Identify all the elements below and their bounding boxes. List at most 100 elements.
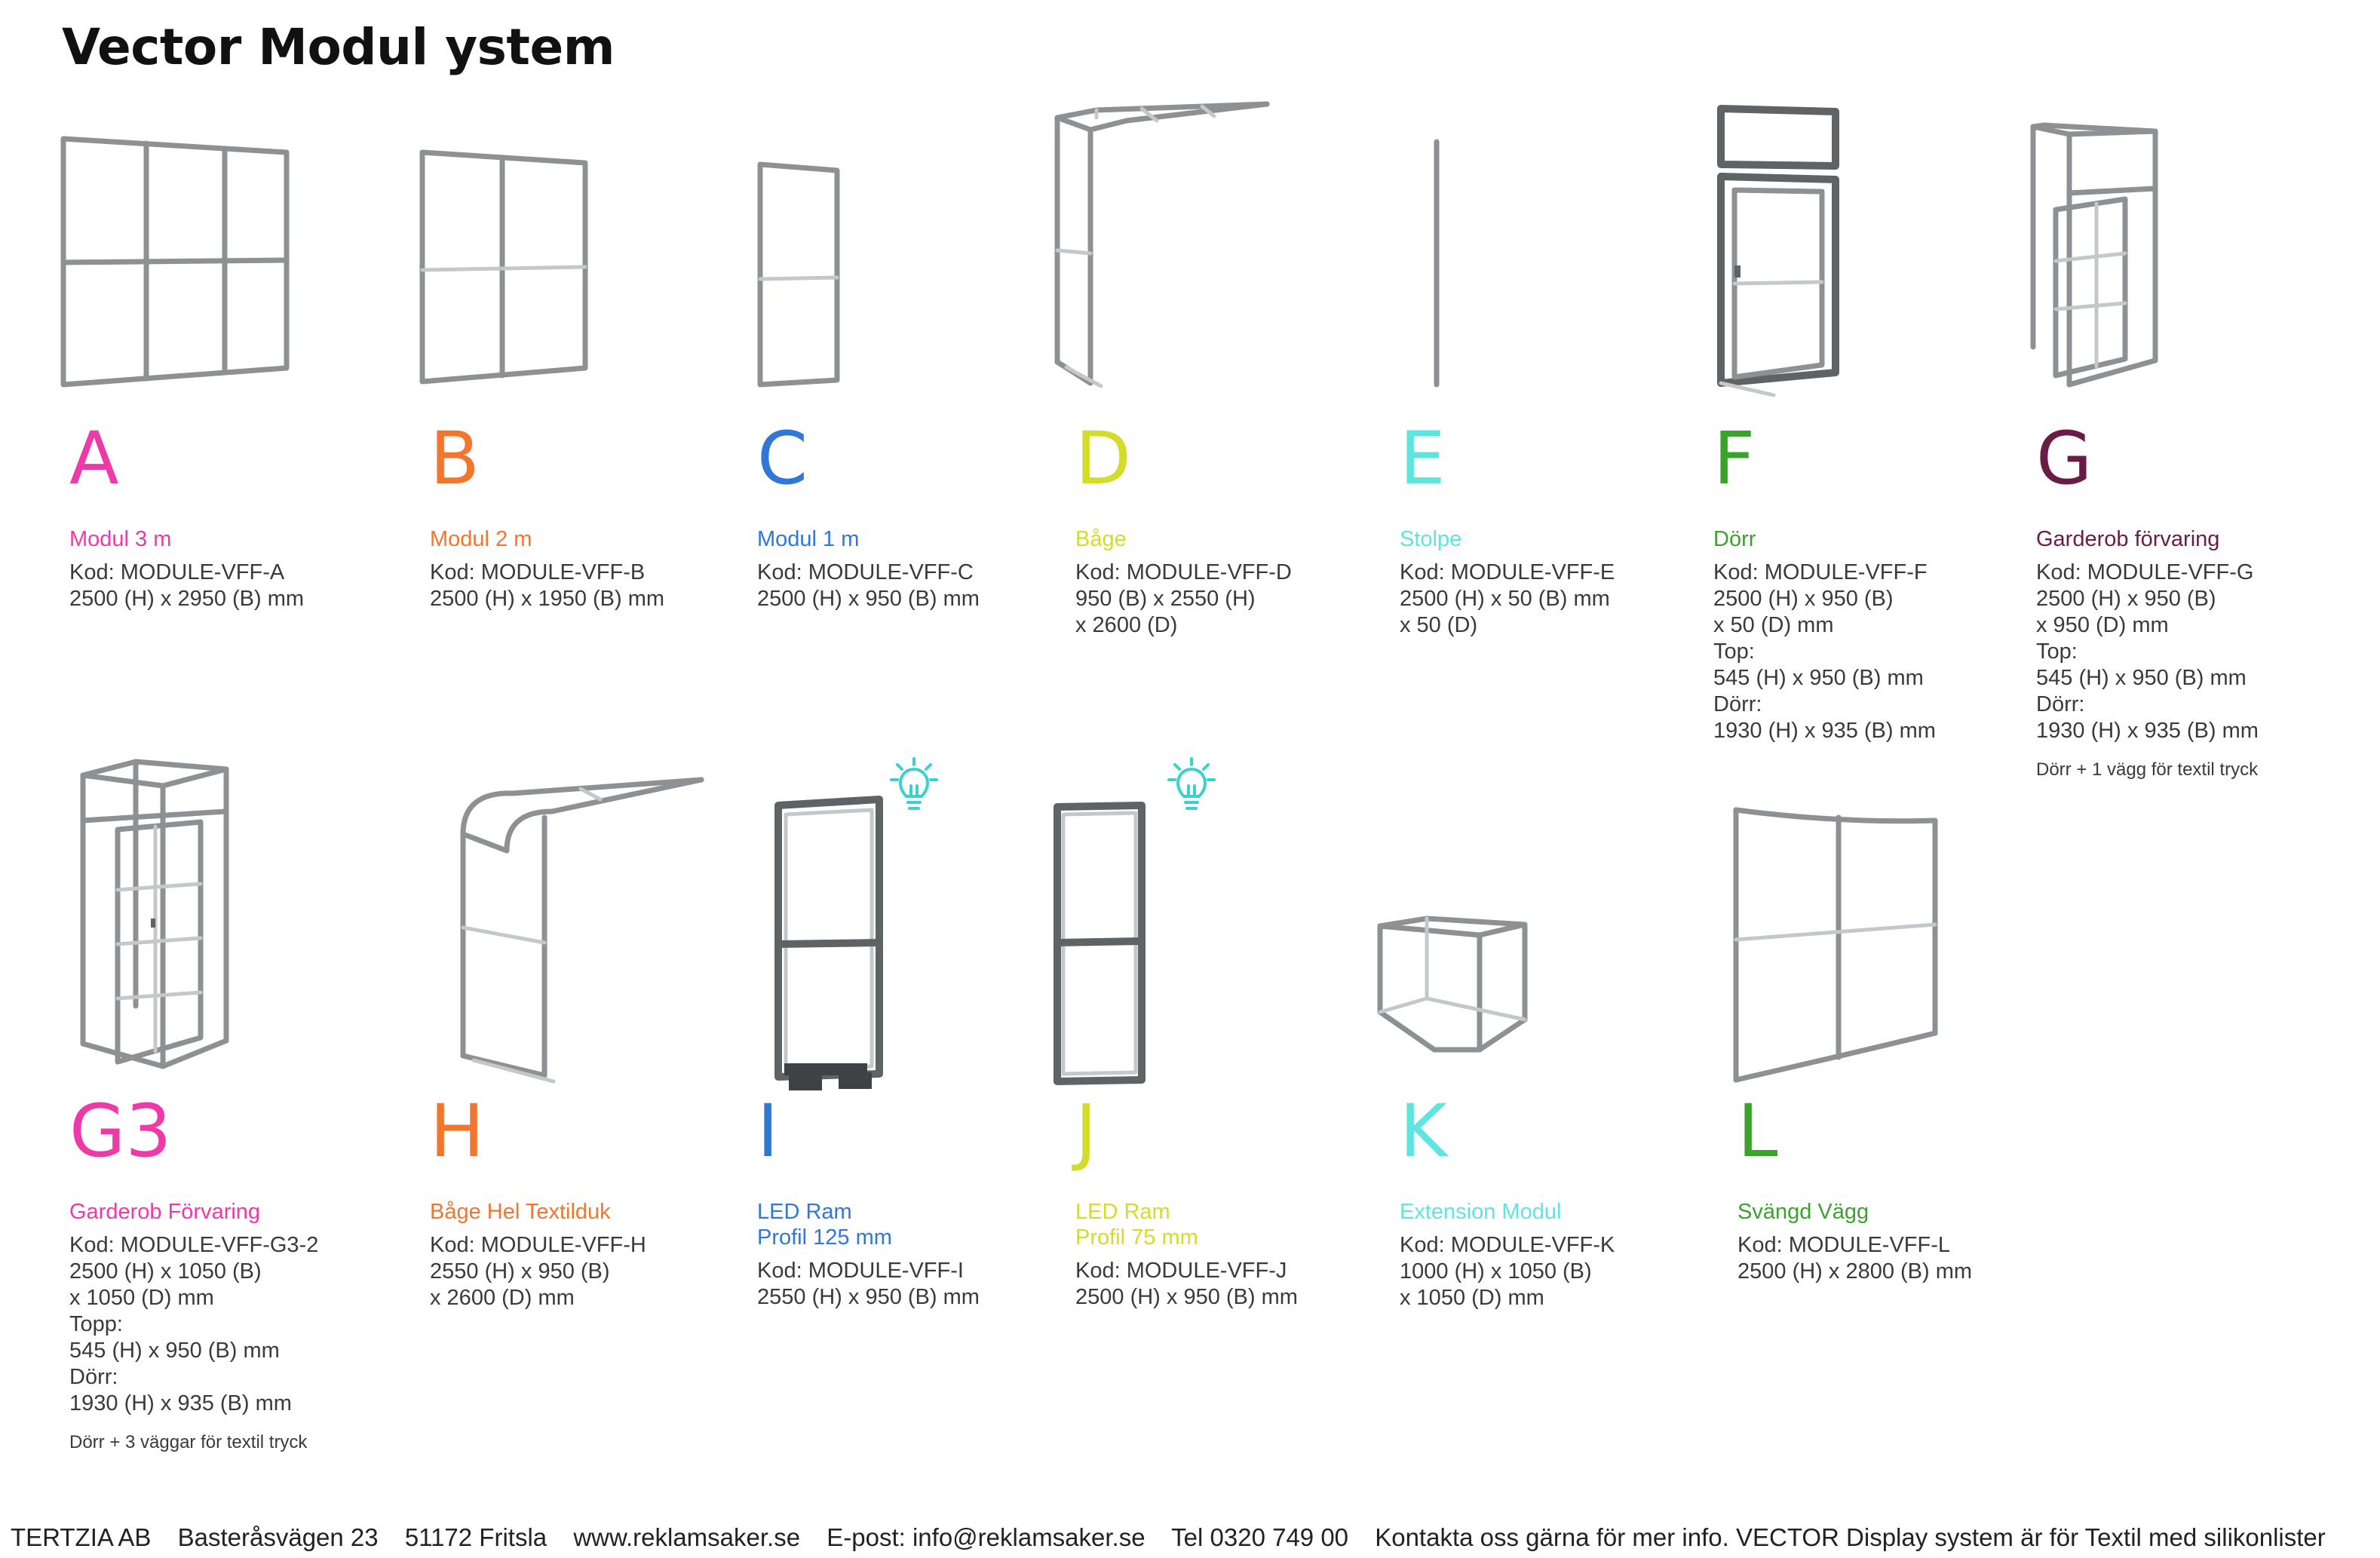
module-spec-line: Kod: MODULE-VFF-B [430, 560, 646, 584]
module-c-illustration [757, 161, 840, 388]
module-spec-line: 2550 (H) x 950 (B) [430, 1259, 610, 1284]
module-name: Svängd Vägg [1737, 1200, 1869, 1224]
page-title: Vector Modul ystem [62, 18, 615, 76]
module-spec-line: Top: [2036, 639, 2078, 664]
module-spec-line: Dörr: [1713, 692, 1762, 716]
module-spec-line: 2500 (H) x 950 (B) mm [1075, 1285, 1298, 1309]
module-letter: F [1713, 416, 1756, 501]
module-name: Garderob förvaring [2036, 527, 2220, 551]
module-spec-line: 2500 (H) x 950 (B) [1713, 587, 1894, 611]
module-e-illustration [1434, 139, 1440, 388]
module-spec-line: x 1050 (D) mm [69, 1286, 214, 1310]
module-spec-line: 2550 (H) x 950 (B) mm [757, 1285, 980, 1309]
module-letter: B [430, 416, 480, 501]
module-spec-line: x 2600 (D) mm [430, 1286, 575, 1310]
module-spec-line: Kod: MODULE-VFF-I [757, 1259, 964, 1283]
module-letter: K [1400, 1089, 1447, 1173]
module-f-illustration [1717, 105, 1839, 397]
module-j-illustration [1054, 802, 1146, 1085]
module-letter: I [757, 1089, 779, 1173]
lightbulb-icon [1167, 757, 1216, 810]
module-name: Stolpe [1400, 527, 1462, 551]
led-foot [789, 1074, 822, 1090]
footer-phone: Tel 0320 749 00 [1171, 1523, 1349, 1551]
module-g-illustration [2030, 122, 2158, 388]
module-spec-line: x 1050 (D) mm [1400, 1286, 1544, 1310]
module-spec-line: 1930 (H) x 935 (B) mm [69, 1391, 292, 1415]
footer-company: TERTZIA AB [11, 1523, 152, 1551]
module-l-illustration [1733, 807, 1938, 1083]
module-name: LED Ram [1075, 1200, 1170, 1224]
module-spec-line: 545 (H) x 950 (B) mm [2036, 666, 2247, 690]
module-name: Dörr [1713, 527, 1756, 551]
module-spec-line: x 2600 (D) [1075, 613, 1178, 637]
module-spec-line: Kod: MODULE-VFF-C [757, 560, 974, 584]
module-spec-line: Kod: MODULE-VFF-H [430, 1233, 646, 1257]
module-spec-line: 1930 (H) x 935 (B) mm [1713, 719, 1936, 743]
footer-info: Kontakta oss gärna för mer info. VECTOR … [1375, 1523, 2326, 1551]
module-spec-line: x 50 (D) mm [1713, 613, 1834, 637]
module-name: Båge Hel Textilduk [430, 1200, 611, 1224]
module-letter: C [757, 416, 808, 501]
module-letter: H [430, 1089, 485, 1173]
module-spec-line: Kod: MODULE-VFF-G3-2 [69, 1233, 319, 1257]
module-spec-line: 2500 (H) x 2950 (B) mm [69, 587, 305, 611]
module-name: Garderob Förvaring [69, 1200, 261, 1224]
footer-web-link[interactable]: www.reklamsaker.se [573, 1523, 801, 1551]
module-spec-line: 1930 (H) x 935 (B) mm [2036, 719, 2259, 743]
door-handle [151, 919, 155, 928]
module-k-illustration [1377, 915, 1528, 1053]
module-spec-line: Kod: MODULE-VFF-G [2036, 560, 2254, 584]
footer: TERTZIA AB Basteråsvägen 23 51172 Fritsl… [11, 1523, 2375, 1552]
module-i-illustration [774, 796, 883, 1090]
module-spec-line: Dörr: [69, 1365, 118, 1389]
module-name: Modul 2 m [430, 527, 532, 551]
module-b-illustration [419, 149, 588, 385]
module-spec-line: Topp: [69, 1312, 123, 1336]
module-spec-line: Top: [1713, 639, 1755, 664]
lightbulb-icon [890, 757, 938, 810]
module-spec-line: 2500 (H) x 2800 (B) mm [1737, 1259, 1973, 1284]
module-name: Båge [1075, 527, 1127, 551]
module-note: Dörr + 1 vägg för textil tryck [2036, 759, 2259, 780]
module-g3-illustration [80, 759, 229, 1069]
module-spec-line: Dörr: [2036, 692, 2085, 716]
module-letter: G [2036, 416, 2093, 501]
module-subtitle: Profil 125 mm [757, 1225, 892, 1250]
module-spec-line: Kod: MODULE-VFF-K [1400, 1233, 1615, 1257]
module-name: Modul 1 m [757, 527, 860, 551]
module-h-illustration [460, 777, 704, 1084]
module-letter: D [1075, 416, 1131, 501]
module-a-illustration [60, 136, 290, 388]
module-name: Modul 3 m [69, 527, 172, 551]
module-note: Dörr + 3 väggar för textil tryck [69, 1432, 308, 1452]
module-spec-line: 2500 (H) x 1950 (B) mm [430, 587, 665, 611]
module-letter: A [69, 416, 119, 501]
module-name: Extension Modul [1400, 1200, 1562, 1224]
module-spec-line: Kod: MODULE-VFF-D [1075, 560, 1292, 584]
module-spec-line: Kod: MODULE-VFF-F [1713, 560, 1928, 584]
module-spec-line: Kod: MODULE-VFF-L [1737, 1233, 1950, 1257]
module-d-illustration [1054, 101, 1270, 388]
module-spec-line: Kod: MODULE-VFF-J [1075, 1259, 1287, 1283]
module-letter: L [1737, 1089, 1778, 1173]
footer-email-link[interactable]: E-post: info@reklamsaker.se [827, 1523, 1146, 1551]
module-spec-line: 545 (H) x 950 (B) mm [1713, 666, 1924, 690]
module-spec-line: x 50 (D) [1400, 613, 1478, 637]
module-spec-line: 1000 (H) x 1050 (B) [1400, 1259, 1592, 1284]
module-spec-line: 2500 (H) x 50 (B) mm [1400, 587, 1610, 611]
module-spec-line: 2500 (H) x 950 (B) mm [757, 587, 980, 611]
